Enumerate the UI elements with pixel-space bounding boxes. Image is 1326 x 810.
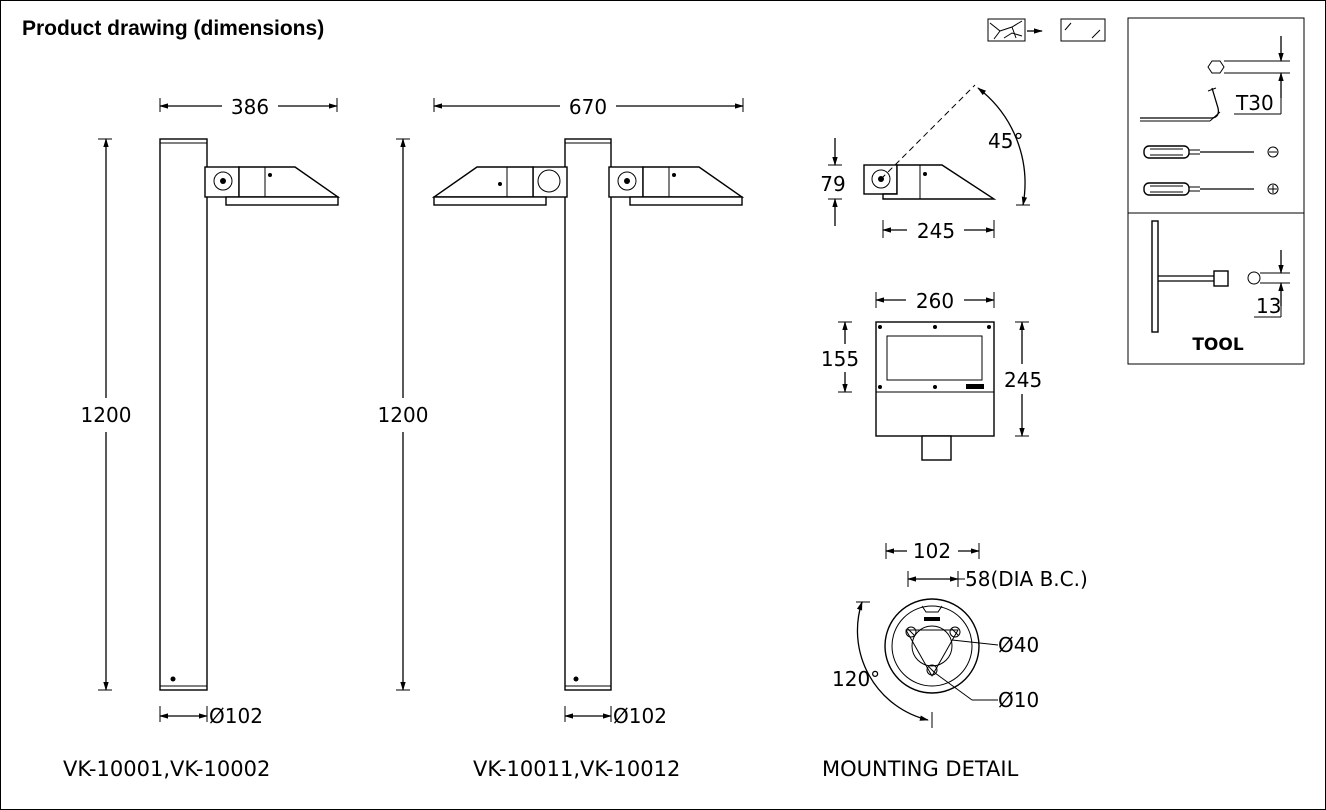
dim-height-double: 1200 <box>378 403 429 427</box>
broken-glass-icon <box>987 18 1026 42</box>
dim-front-height: 245 <box>1004 368 1042 392</box>
tool-socket-size: 13 <box>1256 294 1281 318</box>
dim-double-width: 670 <box>569 95 607 119</box>
mounting-detail: 102 58(DIA B.C.) Ø40 Ø10 120° <box>832 539 1088 728</box>
bolt-hole-2 <box>949 626 961 638</box>
glass-pane-icon <box>1060 18 1106 42</box>
caption-double: VK-10011,VK-10012 <box>473 757 680 781</box>
dim-height-single: 1200 <box>81 403 132 427</box>
page-title: Product drawing (dimensions) <box>22 17 325 40</box>
dim-pole-dia-double: Ø102 <box>613 704 667 728</box>
double-head-pole: 670 1200 Ø102 <box>378 95 745 728</box>
phillips-screwdriver-icon <box>1143 182 1279 196</box>
dim-head-height: 79 <box>820 172 845 196</box>
dim-front-width: 260 <box>916 289 954 313</box>
dim-pole-dia-single: Ø102 <box>209 704 263 728</box>
caption-mounting: MOUNTING DETAIL <box>822 757 1019 781</box>
hex-key-icon: T30 <box>1140 36 1290 122</box>
dim-angle-tilt: 45° <box>988 129 1023 153</box>
tool-label: TOOL <box>1192 335 1243 355</box>
caption-single: VK-10001,VK-10002 <box>63 757 270 781</box>
tool-box: T30 <box>1127 17 1305 365</box>
dim-base-dia: 102 <box>913 539 951 563</box>
dim-bolt-hole: Ø10 <box>998 688 1039 712</box>
single-head-pole: 386 1200 Ø102 <box>81 95 341 728</box>
dim-single-width: 386 <box>231 95 269 119</box>
dim-head-length: 245 <box>917 219 955 243</box>
dim-bolt-circle: 58(DIA B.C.) <box>965 567 1088 591</box>
head-front-view: 260 155 245 <box>821 289 1042 461</box>
head-side-view: 45° 79 245 <box>820 84 1030 243</box>
dim-front-window-height: 155 <box>821 347 859 371</box>
dim-bolt-angle: 120° <box>832 667 880 691</box>
dim-center-hole: Ø40 <box>998 633 1039 657</box>
flat-screwdriver-icon <box>1143 145 1279 159</box>
tool-torx-size: T30 <box>1235 91 1274 115</box>
t-wrench-icon: 13 <box>1151 220 1290 333</box>
